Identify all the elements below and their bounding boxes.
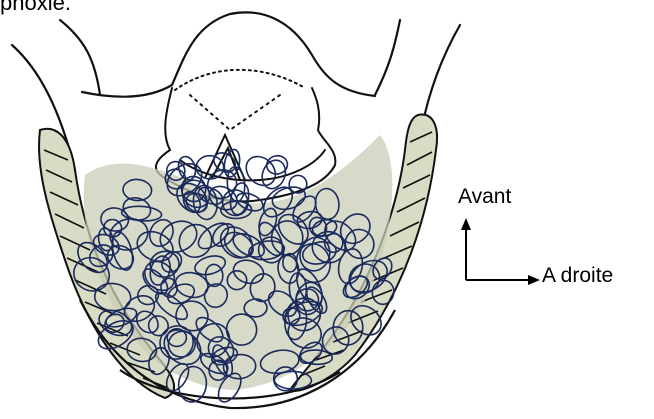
up-arrow-head [461, 218, 471, 230]
right-arrow-head [528, 275, 540, 285]
lesion-mass [68, 135, 396, 406]
orientation-axes [461, 218, 540, 285]
right-side-label: A droite [542, 264, 613, 288]
head-outline [12, 12, 460, 170]
anterior-label: Avant [458, 185, 511, 209]
